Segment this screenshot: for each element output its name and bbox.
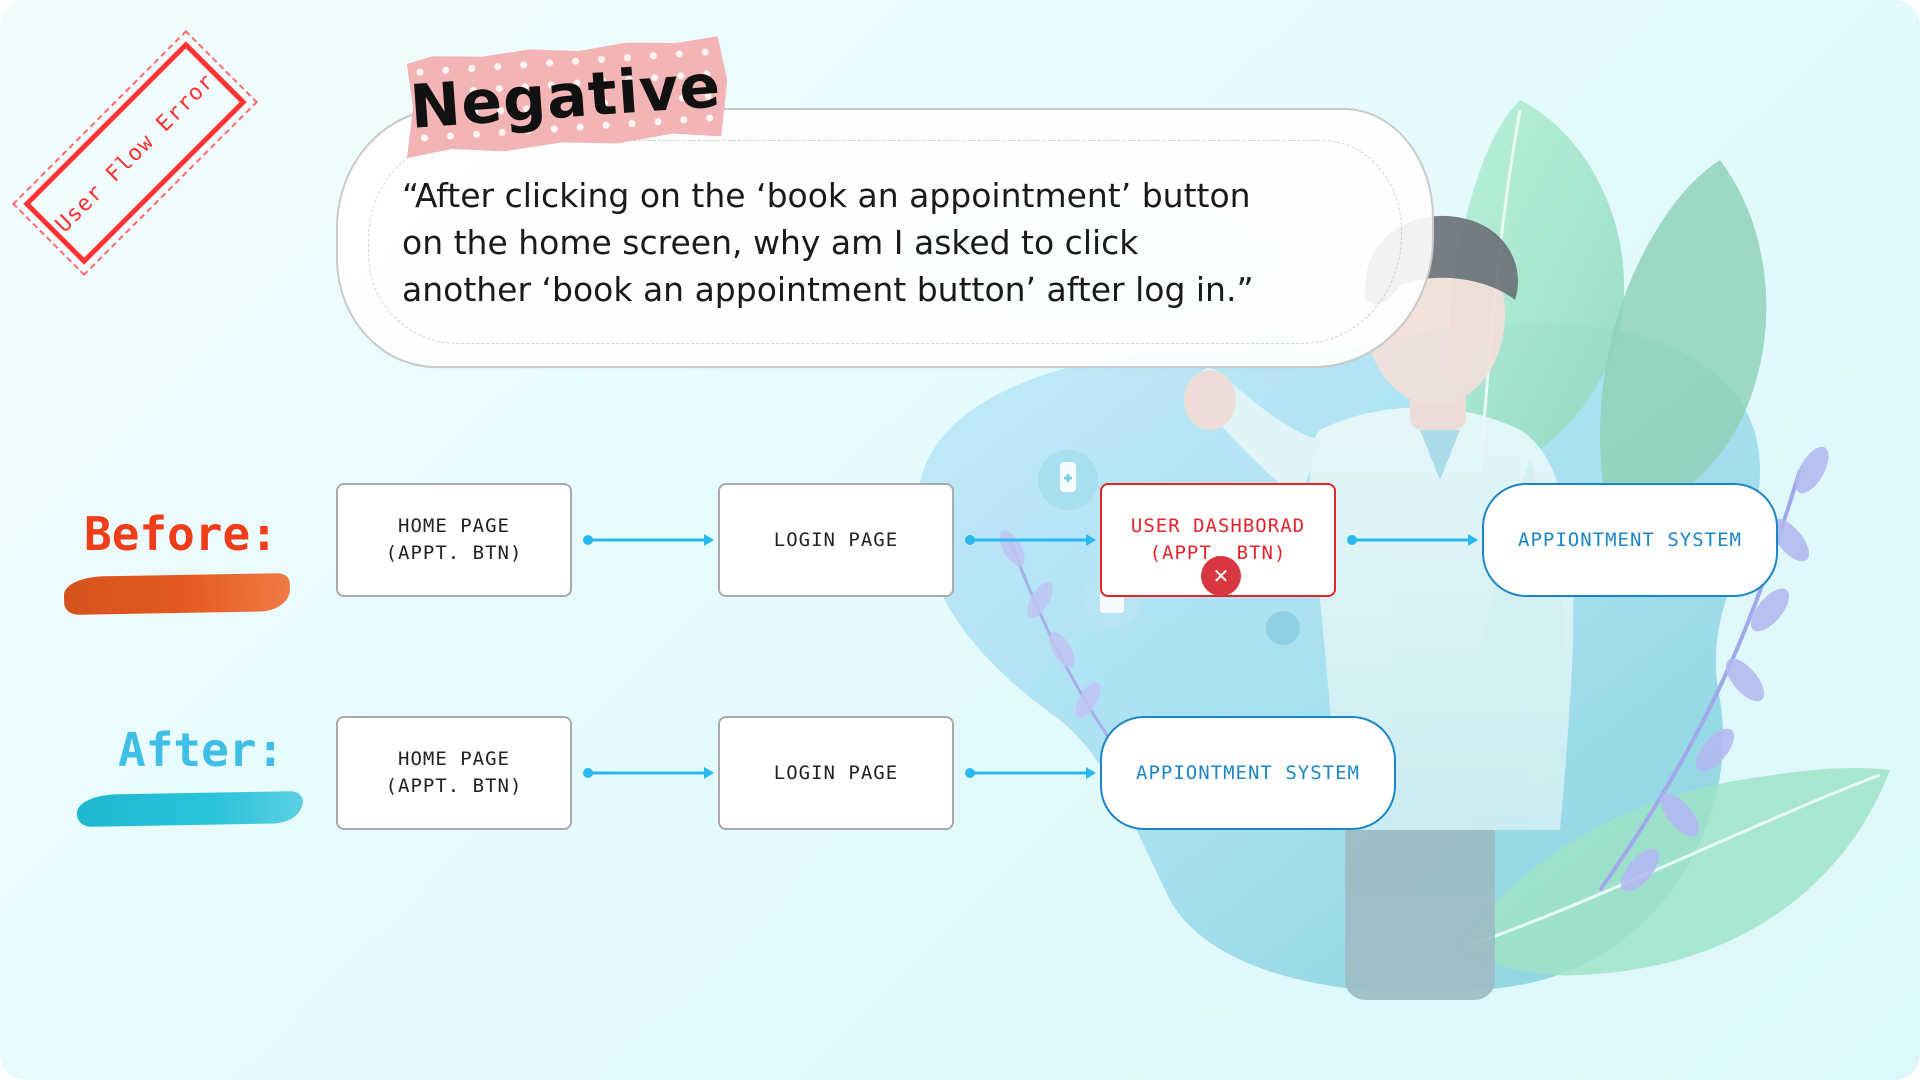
feedback-quote: “After clicking on the ‘book an appointm… xyxy=(402,172,1382,313)
after-label: After: xyxy=(118,723,285,777)
after-appointment-system-node: APPIONTMENT SYSTEM xyxy=(1100,716,1396,830)
node-line: (APPT. BTN) xyxy=(385,542,523,564)
node-line: LOGIN PAGE xyxy=(773,761,899,784)
after-login-page-node: LOGIN PAGE xyxy=(718,716,954,830)
before-login-page-node: LOGIN PAGE xyxy=(718,483,954,597)
before-appointment-system-node: APPIONTMENT SYSTEM xyxy=(1482,483,1778,597)
leaf xyxy=(1449,100,1625,480)
close-icon: ✕ xyxy=(1201,556,1241,596)
quote-line: another ‘book an appointment button’ aft… xyxy=(402,270,1254,309)
quote-line: on the home screen, why am I asked to cl… xyxy=(402,223,1139,262)
after-brush-stroke xyxy=(76,791,304,827)
node-line: HOME PAGE xyxy=(398,748,510,770)
node-line: USER DASHBORAD xyxy=(1130,515,1306,537)
quote-line: “After clicking on the ‘book an appointm… xyxy=(402,176,1251,215)
node-line: HOME PAGE xyxy=(398,515,510,537)
before-brush-stroke xyxy=(63,573,291,615)
leaf xyxy=(1460,768,1890,976)
node-line: APPIONTMENT SYSTEM xyxy=(1518,528,1742,551)
node-line: (APPT. BTN) xyxy=(1149,542,1287,564)
node-line: APPIONTMENT SYSTEM xyxy=(1136,761,1360,784)
node-line: (APPT. BTN) xyxy=(385,775,523,797)
leaf xyxy=(1600,160,1767,520)
speech-bubble xyxy=(336,108,1434,368)
before-label: Before: xyxy=(84,507,278,561)
after-home-page-node: HOME PAGE (APPT. BTN) xyxy=(336,716,572,830)
before-home-page-node: HOME PAGE (APPT. BTN) xyxy=(336,483,572,597)
node-line: LOGIN PAGE xyxy=(773,528,899,551)
